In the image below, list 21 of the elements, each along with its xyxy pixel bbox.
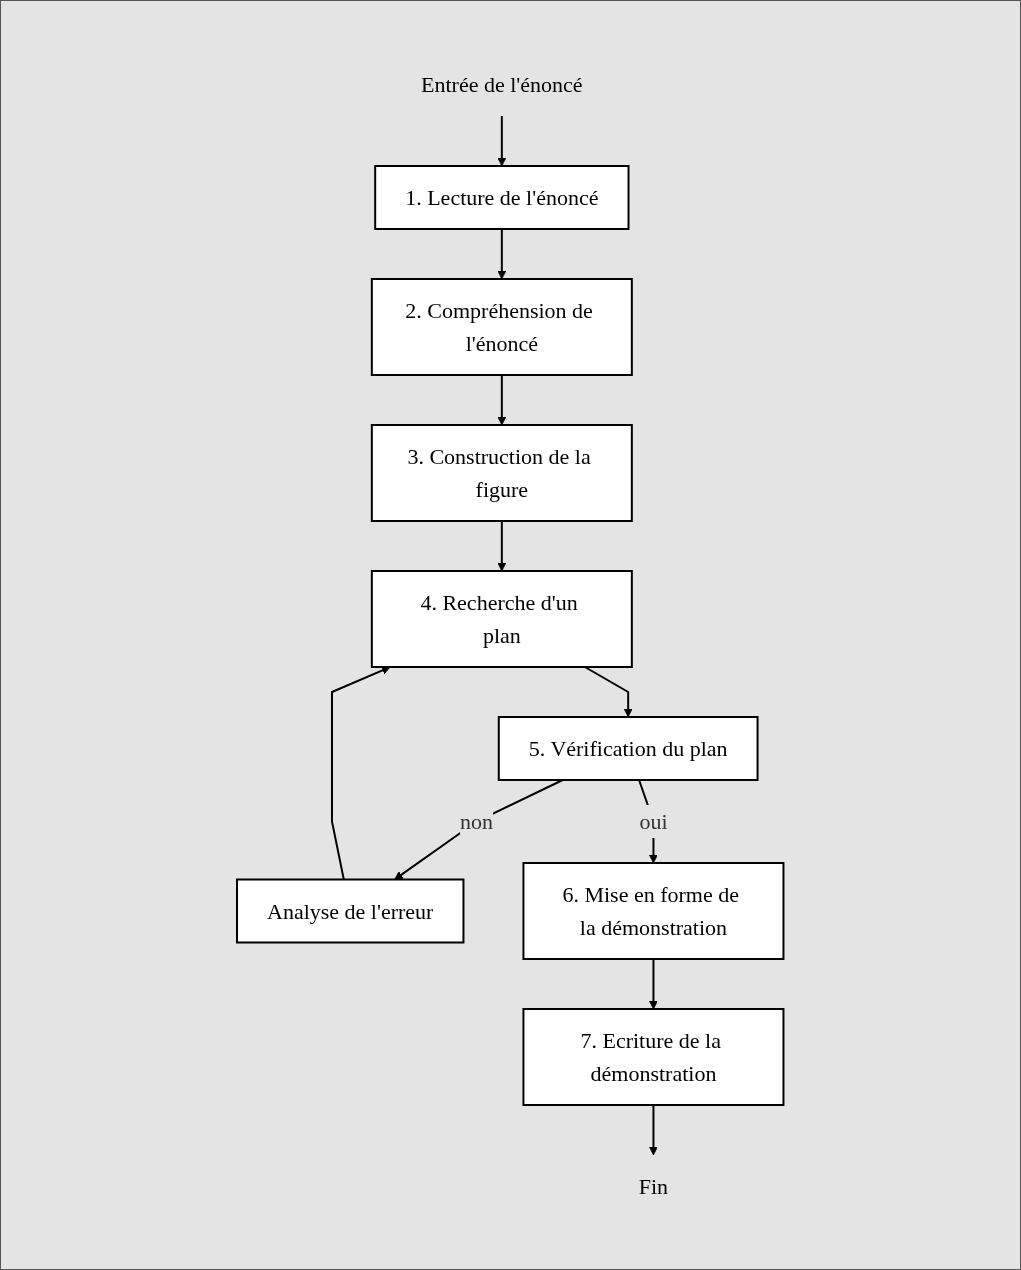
edge-label: non — [460, 808, 494, 834]
arrow — [497, 519, 507, 571]
node-box: 4. Recherche d'un plan — [371, 569, 634, 668]
arrow — [584, 665, 633, 717]
arrow — [497, 227, 507, 279]
node-box: 3. Construction de la figure — [371, 423, 634, 522]
arrow — [649, 1103, 659, 1155]
node-box: 7. Ecriture de la démonstration — [522, 1007, 785, 1106]
node-text: Fin — [639, 1173, 669, 1199]
arrow — [497, 114, 507, 166]
node-text: Entrée de l'énoncé — [421, 71, 583, 97]
edge-label: oui — [639, 808, 668, 834]
node-box: 5. Vérification du plan — [498, 715, 759, 781]
arrow — [649, 957, 659, 1009]
arrow — [394, 778, 564, 880]
node-box: 6. Mise en forme de la démonstration — [522, 861, 785, 960]
arrow — [497, 373, 507, 425]
node-box: 2. Compréhension de l'énoncé — [371, 277, 634, 376]
node-box: Analyse de l'erreur — [236, 878, 465, 943]
arrow — [331, 665, 391, 880]
node-box: 1. Lecture de l'énoncé — [374, 164, 630, 230]
